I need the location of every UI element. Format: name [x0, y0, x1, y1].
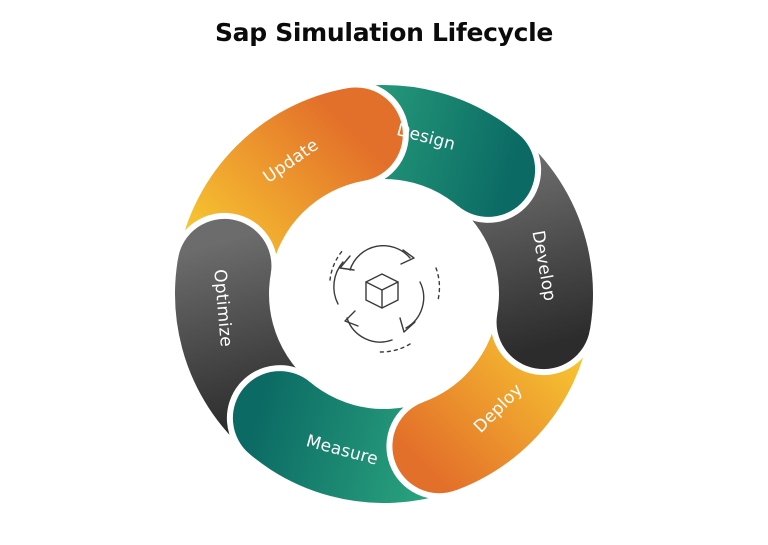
cycle-cube-icon	[329, 245, 441, 353]
page-title: Sap Simulation Lifecycle	[214, 18, 554, 47]
stage-segment-update	[172, 81, 409, 276]
